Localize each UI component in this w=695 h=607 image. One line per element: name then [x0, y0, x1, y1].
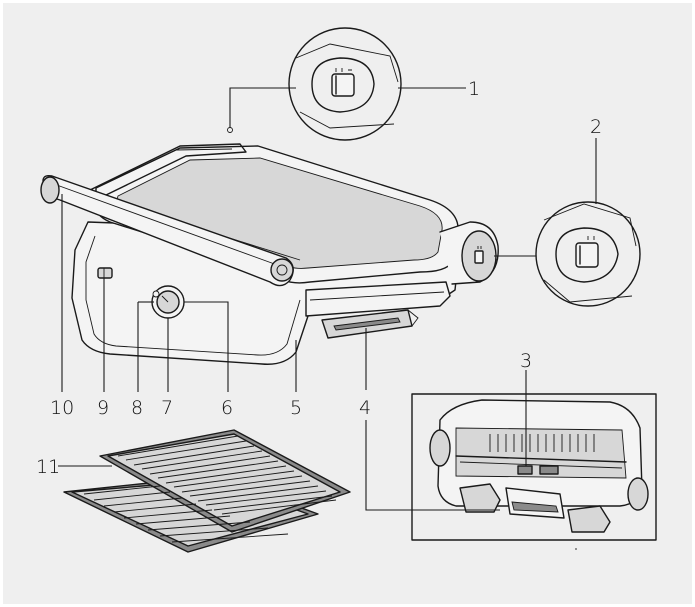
inset-frame: [411, 393, 657, 541]
zoom-circle-2: [535, 201, 641, 307]
callout-5: 5: [290, 397, 302, 419]
callout-3: 3: [520, 350, 532, 372]
callout-1: 1: [468, 78, 480, 100]
grill-handle-right-pivot-inner: [276, 264, 288, 276]
callout-9: 9: [97, 397, 109, 419]
callout-11: 11: [36, 456, 60, 478]
grill-handle-left-cap: [40, 176, 60, 204]
cable-holder: [517, 465, 533, 475]
grill-main: [40, 143, 499, 365]
grill-base-front-face: [85, 235, 301, 356]
leader-6: [184, 301, 229, 392]
grill-handle-highlight: [53, 183, 281, 267]
callout-8: 8: [131, 397, 143, 419]
grill-lower-plate: [305, 281, 451, 317]
indicator-light: [152, 290, 160, 298]
grill-drip-tray-slot: [333, 317, 401, 331]
callout-4: 4: [359, 397, 371, 419]
grill-right-hinge-button: [474, 250, 484, 264]
side-lock-button: [575, 242, 599, 268]
power-switch: [97, 267, 113, 279]
inset-back-view: [411, 393, 657, 550]
callout-2: 2: [590, 116, 602, 138]
callout-7: 7: [161, 397, 173, 419]
grill-right-hinge-button-mark: [477, 246, 482, 249]
callout-6: 6: [221, 397, 233, 419]
leader-1-dot: [229, 87, 296, 128]
lid-button-dot: [227, 127, 233, 133]
callout-10: 10: [50, 397, 74, 419]
grill-back-frame-inner: [99, 148, 233, 187]
grill-drip-tray-foot: [407, 309, 419, 327]
grill-handle-right-pivot: [270, 258, 294, 282]
leader-4b: [365, 420, 500, 511]
lid-lock-button: [331, 73, 355, 97]
grill-back-frame: [89, 143, 247, 197]
zoom-circle-1: [288, 27, 402, 141]
grill-lower-plate-line: [309, 291, 445, 301]
grill-plates: [63, 429, 351, 553]
temperature-dial-marker: [161, 295, 169, 303]
